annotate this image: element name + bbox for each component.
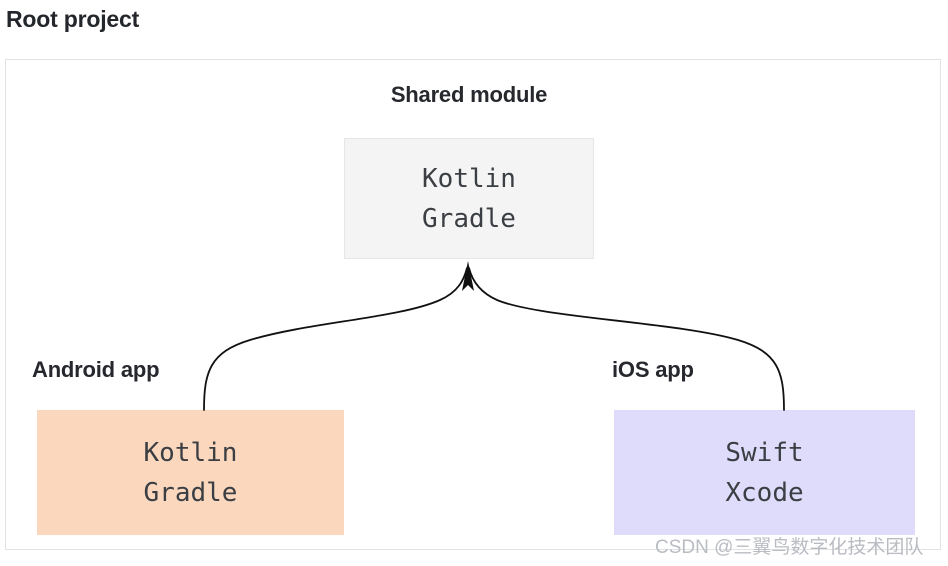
shared-module-line-2: Gradle — [422, 203, 516, 234]
shared-module-label: Shared module — [390, 82, 548, 107]
android-app-box[interactable]: Kotlin Gradle — [37, 410, 344, 535]
page-title: Root project — [6, 6, 140, 32]
shared-module-box[interactable]: Kotlin Gradle — [344, 138, 594, 259]
android-app-line-2: Gradle — [143, 477, 238, 508]
ios-app-line-2: Xcode — [725, 477, 804, 508]
ios-app-box[interactable]: Swift Xcode — [614, 410, 915, 535]
ios-app-line-1: Swift — [725, 437, 804, 468]
ios-app-label: iOS app — [612, 357, 694, 382]
android-app-line-1: Kotlin — [143, 437, 238, 468]
shared-module-line-1: Kotlin — [422, 163, 516, 194]
android-app-label: Android app — [32, 357, 160, 382]
watermark-text: CSDN @三翼鸟数字化技术团队 — [655, 537, 924, 558]
